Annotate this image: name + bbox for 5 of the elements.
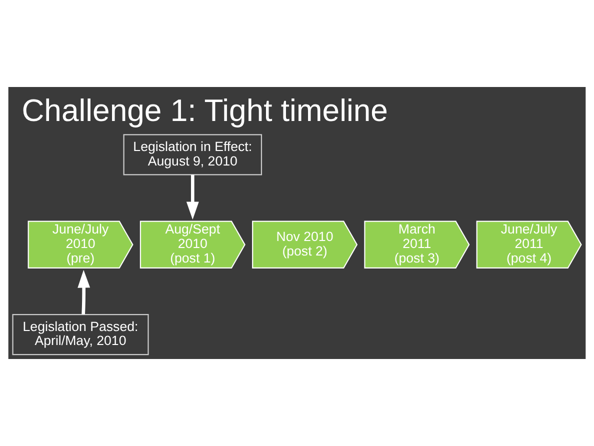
- node-box: Legislation Passed: April/May, 2010: [12, 314, 149, 356]
- diagram-title: Challenge 1: Tight timeline: [22, 92, 388, 128]
- arrow: [78, 270, 90, 314]
- node-box: Legislation in Effect: August 9, 2010: [123, 134, 262, 176]
- arrow: [186, 174, 199, 220]
